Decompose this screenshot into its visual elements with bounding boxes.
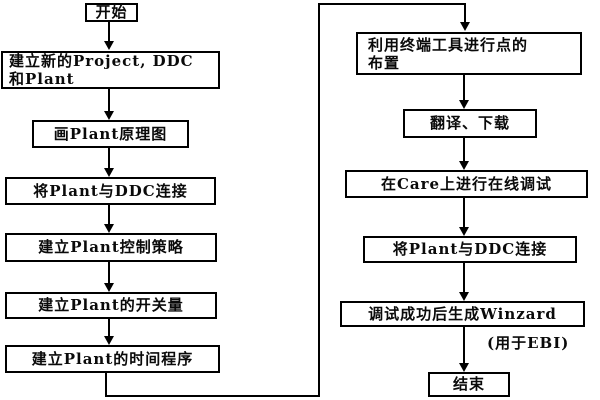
arrow-create-to-draw-line [108, 89, 110, 112]
connector-loop-bottom-segment [105, 395, 320, 397]
arrow-winzard-to-end-line [463, 327, 465, 364]
arrow-connect-to-strategy-head [104, 224, 114, 233]
winzard-note-label: (用于EBI) [487, 334, 570, 352]
arrow-winzard-to-end-head [459, 363, 469, 372]
arrow-connect2-to-winzard-line [463, 263, 465, 293]
arrow-terminal-to-translate-head [459, 100, 469, 109]
arrow-draw-to-connect-head [104, 168, 114, 177]
connector-loop-down-segment [105, 373, 107, 397]
node-generate-winzard: 调试成功后生成Winzard [340, 301, 585, 327]
connector-loop-top-segment [318, 3, 466, 5]
node-create-project-line2: 和Plant [9, 70, 75, 88]
arrow-connect-to-strategy-line [108, 205, 110, 225]
arrow-debug-to-connect2-line [463, 198, 465, 228]
connector-loop-entry-line [464, 3, 466, 23]
node-create-project-line1: 建立新的Project, DDC [9, 52, 194, 70]
arrow-strategy-to-switch-line [108, 262, 110, 284]
node-switch-quantity: 建立Plant的开关量 [5, 292, 217, 319]
node-translate-download: 翻译、下载 [403, 109, 537, 138]
connector-loop-up-segment [318, 3, 320, 397]
arrow-translate-to-debug-line [463, 138, 465, 162]
arrow-strategy-to-switch-head [104, 283, 114, 292]
connector-loop-entry-head [460, 22, 470, 31]
arrow-debug-to-connect2-head [459, 227, 469, 236]
arrow-draw-to-connect-line [108, 148, 110, 169]
node-online-debug: 在Care上进行在线调试 [345, 170, 588, 198]
arrow-switch-to-time-head [104, 336, 114, 345]
arrow-connect2-to-winzard-head [459, 292, 469, 301]
arrow-translate-to-debug-head [459, 161, 469, 170]
node-time-program: 建立Plant的时间程序 [5, 345, 220, 373]
node-create-project: 建立新的Project, DDC 和Plant [1, 51, 220, 89]
node-connect-plant-ddc: 将Plant与DDC连接 [5, 177, 216, 205]
node-end: 结束 [428, 372, 510, 397]
node-terminal-layout-line2: 布置 [368, 53, 401, 72]
node-connect-plant-ddc-2: 将Plant与DDC连接 [363, 236, 577, 263]
node-terminal-layout: 利用终端工具进行点的 布置 [356, 32, 582, 75]
node-terminal-layout-line1: 利用终端工具进行点的 [368, 35, 529, 54]
arrow-start-to-create-line [108, 22, 110, 42]
node-start: 开始 [85, 3, 138, 22]
node-control-strategy: 建立Plant控制策略 [5, 233, 217, 262]
arrow-create-to-draw-head [104, 111, 114, 120]
arrow-switch-to-time-line [108, 319, 110, 337]
node-draw-plant: 画Plant原理图 [32, 120, 189, 148]
arrow-start-to-create-head [104, 41, 114, 50]
arrow-terminal-to-translate-line [463, 75, 465, 101]
